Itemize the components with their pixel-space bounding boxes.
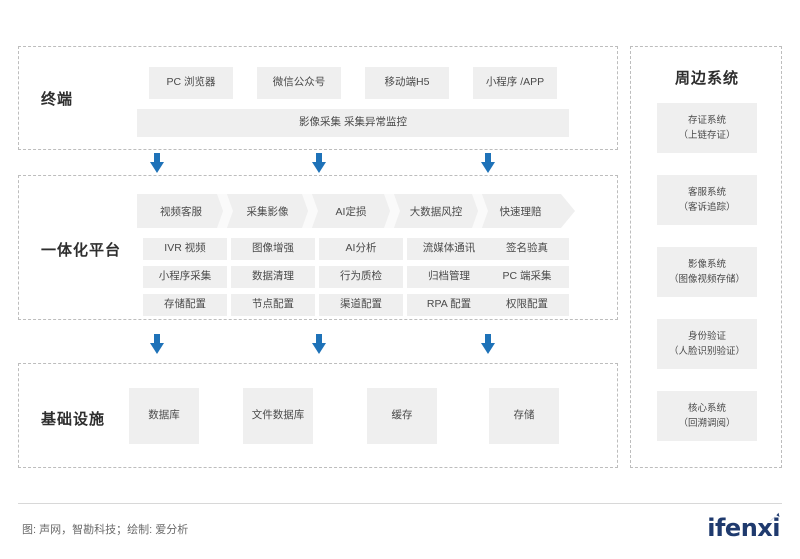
peripheral-tile-core-system[interactable]: 核心系统 （回溯调阅）	[657, 391, 757, 441]
peripheral-tile-customer-service-system[interactable]: 客服系统 （客诉追踪）	[657, 175, 757, 225]
platform-section-label: 一体化平台	[41, 242, 122, 259]
flow-arrow-down-2	[312, 153, 326, 173]
platform-scenario-video-service[interactable]: 视频客服	[137, 194, 225, 228]
platform-capability-miniprogram-capture[interactable]: 小程序采集	[143, 266, 227, 288]
platform-config-channel[interactable]: 渠道配置	[319, 294, 403, 316]
peripheral-systems-title: 周边系统	[674, 70, 739, 87]
flow-arrow-down-1	[150, 153, 164, 173]
chevron-tip-icon	[561, 194, 575, 228]
platform-scenario-band: 视频客服 采集影像 AI定损 大数据风控 快速理赔	[137, 194, 575, 228]
platform-section: 一体化平台 视频客服 采集影像 AI定损 大数据风控 快速理赔 IVR 视频 图…	[18, 175, 618, 320]
platform-scenario-fast-claim[interactable]: 快速理赔	[480, 194, 561, 228]
platform-config-rpa[interactable]: RPA 配置	[407, 294, 491, 316]
platform-config-permission[interactable]: 权限配置	[485, 294, 569, 316]
terminal-tile-miniprogram-app[interactable]: 小程序 /APP	[473, 67, 557, 99]
peripheral-tile-imaging-system[interactable]: 影像系统 （图像视频存储）	[657, 247, 757, 297]
peripheral-tile-evidence-system[interactable]: 存证系统 （上链存证）	[657, 103, 757, 153]
platform-capability-archive-mgmt[interactable]: 归档管理	[407, 266, 491, 288]
chevron-separator-icon-2	[302, 194, 318, 228]
flow-arrow-down-5	[312, 334, 326, 354]
chevron-separator-icon-4	[472, 194, 488, 228]
platform-scenario-ai-loss-assessment[interactable]: AI定损	[310, 194, 392, 228]
infra-tile-storage[interactable]: 存储	[489, 388, 559, 444]
flow-arrow-down-6	[481, 334, 495, 354]
terminal-tile-pc-browser[interactable]: PC 浏览器	[149, 67, 233, 99]
peripheral-tile-title: 影像系统	[687, 258, 726, 270]
chevron-separator-icon-3	[384, 194, 400, 228]
peripheral-tile-title: 存证系统	[687, 114, 726, 126]
platform-capability-image-enhance[interactable]: 图像增强	[231, 238, 315, 260]
infra-tile-file-database[interactable]: 文件数据库	[243, 388, 313, 444]
footer-credit-text: 图: 声网，智勘科技；绘制: 爱分析	[22, 524, 189, 536]
terminal-tile-mobile-h5[interactable]: 移动端H5	[365, 67, 449, 99]
platform-config-node[interactable]: 节点配置	[231, 294, 315, 316]
terminal-section: 终端 PC 浏览器 微信公众号 移动端H5 小程序 /APP 影像采集 采集异常…	[18, 46, 618, 150]
platform-capability-data-cleaning[interactable]: 数据清理	[231, 266, 315, 288]
peripheral-tile-subtitle: （人脸识别验证）	[668, 346, 745, 357]
terminal-section-label: 终端	[41, 91, 74, 108]
peripheral-tile-subtitle: （上链存证）	[678, 130, 736, 141]
peripheral-tile-subtitle: （客诉追踪）	[678, 202, 736, 213]
platform-capability-behavior-qc[interactable]: 行为质检	[319, 266, 403, 288]
peripheral-tile-title: 客服系统	[687, 186, 726, 198]
terminal-tile-image-capture-monitor[interactable]: 影像采集 采集异常监控	[137, 109, 569, 137]
peripheral-systems-section: 周边系统 存证系统 （上链存证） 客服系统 （客诉追踪） 影像系统 （图像视频存…	[630, 46, 782, 468]
platform-capability-streaming-comm[interactable]: 流媒体通讯	[407, 238, 491, 260]
infrastructure-section: 基础设施 数据库 文件数据库 缓存 存储	[18, 363, 618, 468]
peripheral-tile-title: 身份验证	[687, 330, 726, 342]
peripheral-tile-subtitle: （回溯调阅）	[678, 418, 736, 429]
peripheral-tile-title: 核心系统	[687, 402, 726, 414]
platform-config-storage[interactable]: 存储配置	[143, 294, 227, 316]
platform-capability-ai-analysis[interactable]: AI分析	[319, 238, 403, 260]
footer-divider	[18, 503, 782, 504]
peripheral-tile-identity-verification[interactable]: 身份验证 （人脸识别验证）	[657, 319, 757, 369]
infra-tile-cache[interactable]: 缓存	[367, 388, 437, 444]
infrastructure-section-label: 基础设施	[41, 411, 106, 428]
peripheral-tile-subtitle: （图像视频存储）	[668, 274, 745, 285]
ifenxi-logo: ifenxi	[707, 514, 780, 542]
platform-scenario-image-capture[interactable]: 采集影像	[225, 194, 310, 228]
flow-arrow-down-3	[481, 153, 495, 173]
platform-capability-ivr-video[interactable]: IVR 视频	[143, 238, 227, 260]
platform-capability-pc-capture[interactable]: PC 端采集	[485, 266, 569, 288]
platform-scenario-bigdata-risk[interactable]: 大数据风控	[392, 194, 480, 228]
flow-arrow-down-4	[150, 334, 164, 354]
chevron-separator-icon-1	[217, 194, 233, 228]
infra-tile-database[interactable]: 数据库	[129, 388, 199, 444]
brand-swoosh-icon	[768, 512, 780, 523]
platform-capability-signature-verify[interactable]: 签名验真	[485, 238, 569, 260]
terminal-tile-wechat-official[interactable]: 微信公众号	[257, 67, 341, 99]
